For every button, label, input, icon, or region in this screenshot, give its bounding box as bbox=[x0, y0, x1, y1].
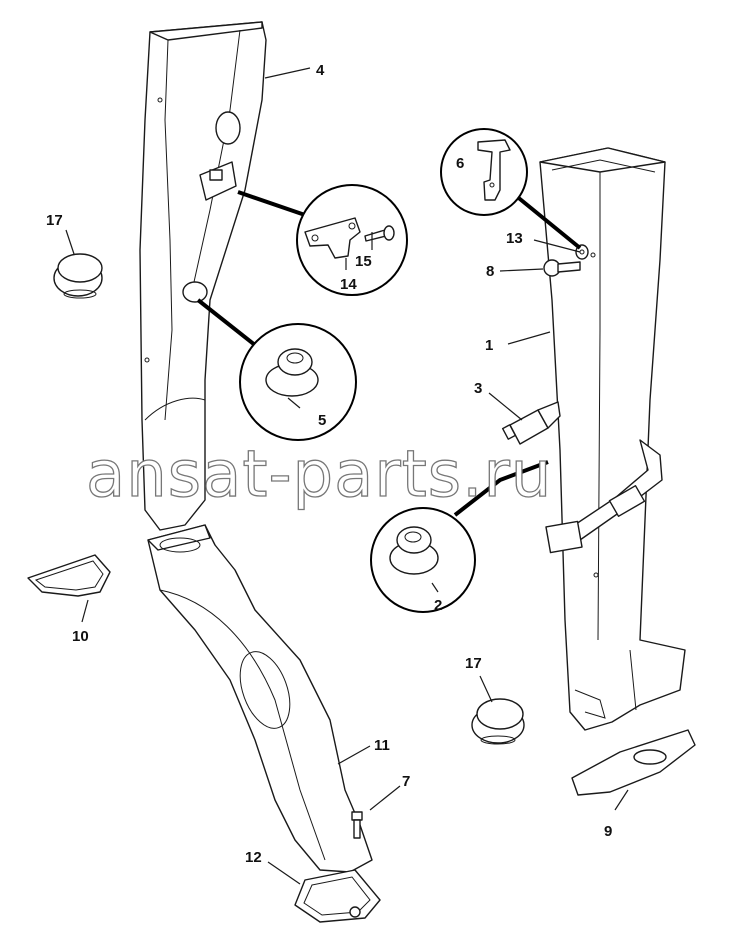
detail-circle-14-15 bbox=[237, 184, 408, 296]
part-17-grommet-lower bbox=[471, 698, 525, 745]
callout-2: 2 bbox=[434, 597, 442, 614]
detail-circle-5 bbox=[196, 298, 357, 441]
callout-10: 10 bbox=[72, 628, 89, 645]
callout-9: 9 bbox=[604, 823, 612, 840]
callout-6: 6 bbox=[456, 155, 464, 172]
strap bbox=[545, 439, 663, 554]
callout-12: 12 bbox=[245, 849, 262, 866]
callout-17-upper: 17 bbox=[46, 212, 63, 229]
callout-8: 8 bbox=[486, 263, 494, 280]
part-12-gasket bbox=[294, 869, 381, 923]
leader-lines bbox=[65, 67, 629, 885]
callout-4: 4 bbox=[316, 62, 325, 79]
part-7-screw bbox=[351, 811, 363, 839]
callout-labels: 1 2 3 4 5 6 7 8 9 10 11 12 13 14 15 17 1… bbox=[46, 62, 612, 866]
part-11-lower-duct bbox=[147, 524, 373, 873]
watermark: ansat-parts.ru bbox=[86, 438, 552, 512]
detail-circle-6 bbox=[440, 128, 582, 250]
part-9-bracket bbox=[571, 729, 696, 796]
part-4-column-cover bbox=[139, 21, 267, 531]
callout-14: 14 bbox=[340, 276, 357, 293]
callout-1: 1 bbox=[485, 337, 493, 354]
part-17-grommet-upper bbox=[53, 253, 103, 299]
callout-15: 15 bbox=[355, 253, 372, 270]
callout-17-lower: 17 bbox=[465, 655, 482, 672]
part-10-gasket bbox=[27, 554, 111, 597]
callout-11: 11 bbox=[374, 737, 390, 754]
callout-13: 13 bbox=[506, 230, 523, 247]
part-8-bolt bbox=[543, 259, 581, 277]
callout-7: 7 bbox=[402, 773, 410, 790]
detail-circle-2 bbox=[370, 460, 549, 613]
callout-3: 3 bbox=[474, 380, 482, 397]
callout-5: 5 bbox=[318, 412, 326, 429]
part-3-connector bbox=[501, 401, 561, 445]
